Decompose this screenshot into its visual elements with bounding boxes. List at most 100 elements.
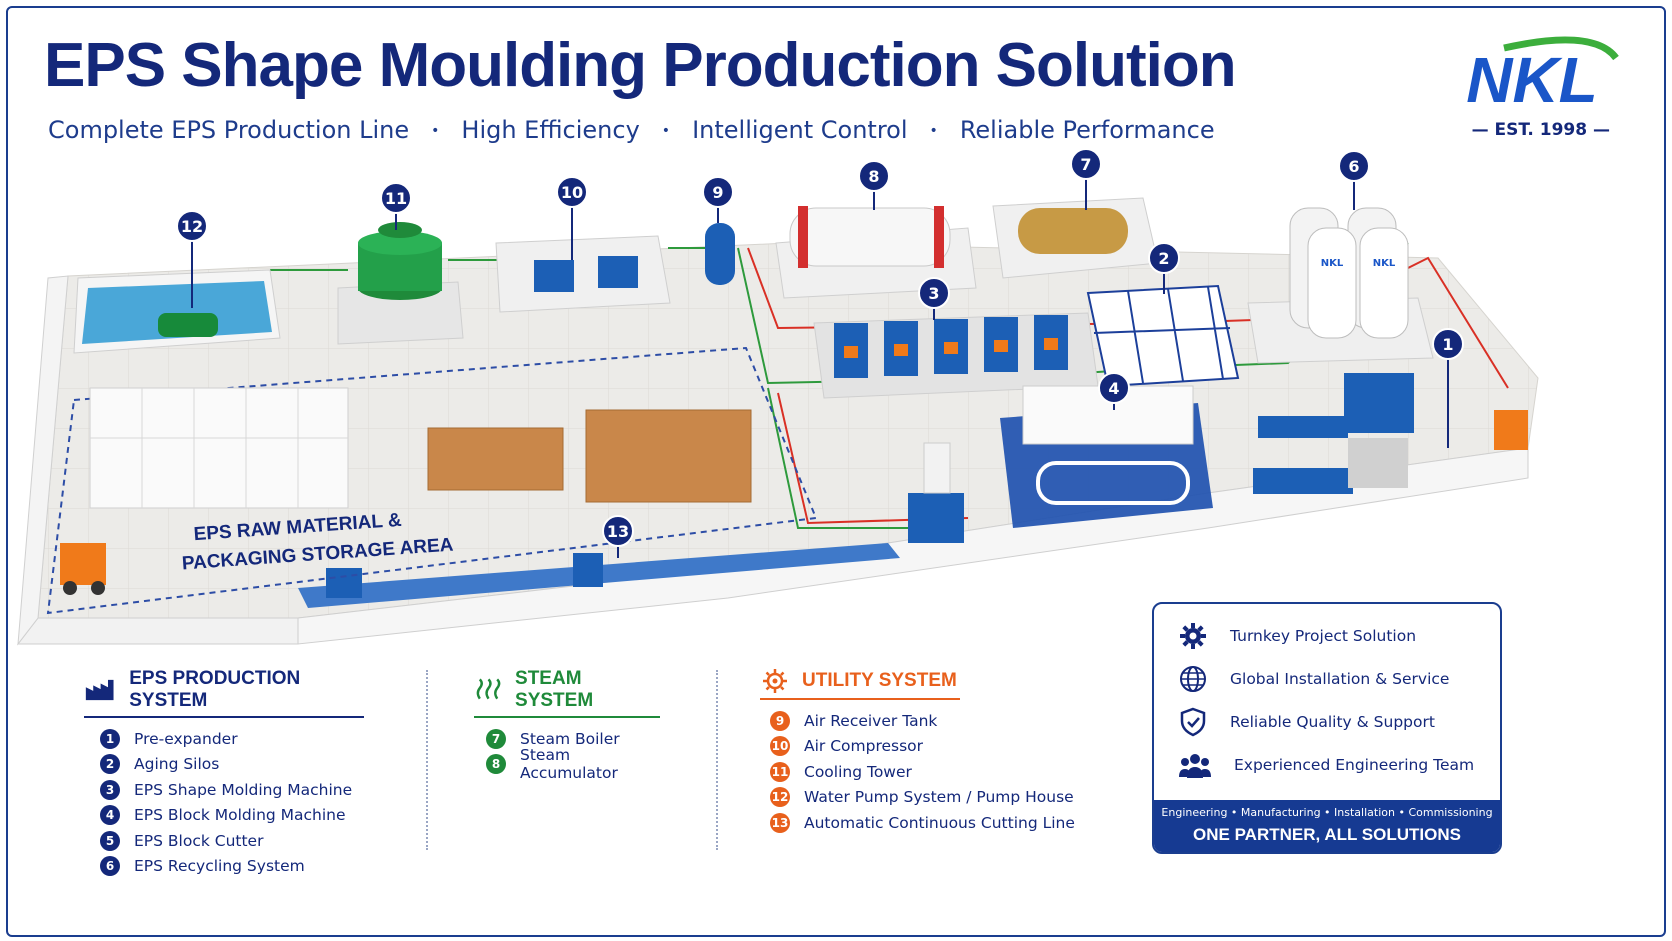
forklift <box>60 543 106 595</box>
logo-swoosh <box>1503 36 1619 61</box>
legend-heading: UTILITY SYSTEM <box>760 668 960 700</box>
number-badge: 4 <box>100 805 120 826</box>
number-badge: 2 <box>100 754 120 775</box>
svg-text:9: 9 <box>712 183 723 202</box>
legend-item-label: EPS Block Cutter <box>134 831 264 850</box>
panel-item: Reliable Quality & Support <box>1154 700 1500 743</box>
panel-item: Turnkey Project Solution <box>1154 614 1500 657</box>
svg-text:7: 7 <box>1080 155 1091 174</box>
marker-4: 4 <box>1098 372 1130 410</box>
number-badge: 10 <box>770 736 790 757</box>
number-badge: 12 <box>770 787 790 808</box>
pre-expander-and-cutter <box>1253 373 1528 494</box>
panel-item-label: Turnkey Project Solution <box>1230 626 1417 645</box>
gear-outline-icon <box>763 669 787 693</box>
number-badge: 9 <box>770 710 790 731</box>
legend-item-label: Cooling Tower <box>804 762 912 781</box>
legend-item-label: Steam Accumulator <box>520 746 618 783</box>
svg-text:12: 12 <box>181 217 203 236</box>
subtitle-line: Complete EPS Production Line • High Effici… <box>48 116 1215 144</box>
solutions-panel: Turnkey Project Solution Global Installa… <box>1152 602 1502 854</box>
svg-text:10: 10 <box>561 183 583 202</box>
marker-11: 11 <box>380 182 412 230</box>
panel-item-label: Global Installation & Service <box>1230 669 1450 688</box>
legend-title: EPS PRODUCTION SYSTEM <box>129 668 301 711</box>
silo-brand: NKL <box>1373 258 1396 269</box>
subtitle-item: Complete EPS Production Line <box>48 116 410 144</box>
legend-item-label: EPS Recycling System <box>134 857 305 876</box>
plant-layout-illustration: NKL NKL <box>16 148 1539 646</box>
pipe-green <box>270 242 1409 385</box>
svg-text:4: 4 <box>1108 379 1119 398</box>
legend-item-label: Pre-expander <box>134 729 238 748</box>
legend-item-label: EPS Block Molding Machine <box>134 806 346 825</box>
number-badge: 7 <box>486 728 506 749</box>
gear-icon <box>1180 622 1206 649</box>
poster-frame: EPS Shape Moulding Production Solution C… <box>6 6 1666 937</box>
pipe-red <box>747 247 1509 389</box>
marker-12: 12 <box>176 210 208 308</box>
air-receiver-tank <box>705 223 735 285</box>
number-badge: 3 <box>100 779 120 800</box>
marker-8: 8 <box>858 160 890 210</box>
legend-item-label: Automatic Continuous Cutting Line <box>804 813 1075 832</box>
cooling-tower <box>337 222 464 345</box>
steam-icon <box>476 678 501 700</box>
number-badge: 1 <box>100 728 120 749</box>
svg-text:2: 2 <box>1158 249 1169 268</box>
svg-text:6: 6 <box>1348 157 1359 176</box>
number-badge: 13 <box>770 812 790 833</box>
steam-boiler <box>992 197 1159 279</box>
footer-motto: ONE PARTNER, ALL SOLUTIONS <box>1193 825 1461 844</box>
svg-text:8: 8 <box>868 167 879 186</box>
legend-title: STEAM SYSTEM <box>515 668 594 711</box>
panel-item: Experienced Engineering Team <box>1154 743 1500 786</box>
established-year: — EST. 1998 — <box>1471 120 1610 140</box>
legend-item-label: Aging Silos <box>134 755 220 774</box>
pump-house-pool <box>73 269 281 354</box>
panel-footer: Engineering • Manufacturing • Installati… <box>1154 800 1500 852</box>
marker-9: 9 <box>702 176 734 223</box>
panel-item-label: Reliable Quality & Support <box>1230 712 1435 731</box>
legend-item-label: Air Receiver Tank <box>804 711 938 730</box>
number-badge: 11 <box>770 761 790 782</box>
panel-item: Global Installation & Service <box>1154 657 1500 700</box>
legend-item-label: Water Pump System / Pump House <box>804 788 1074 807</box>
nkl-logo: NKL <box>1466 36 1619 116</box>
legend-divider <box>716 670 718 850</box>
subtitle-item: High Efficiency <box>461 116 640 144</box>
legend-item: 4 EPS Block Molding Machine <box>100 803 364 829</box>
legend-item: 2 Aging Silos <box>100 752 364 778</box>
team-icon <box>1179 753 1211 778</box>
subtitle-separator: • <box>431 123 440 139</box>
marker-3: 3 <box>918 277 950 320</box>
shield-check-icon <box>1180 707 1206 736</box>
legend-item: 1 Pre-expander <box>100 726 364 752</box>
legend-item: 9 Air Receiver Tank <box>770 708 1100 734</box>
marker-10: 10 <box>556 176 588 260</box>
panel-item-label: Experienced Engineering Team <box>1234 755 1475 774</box>
side-wall <box>17 275 69 646</box>
marker-7: 7 <box>1070 148 1102 210</box>
svg-text:1: 1 <box>1442 335 1453 354</box>
aging-silos <box>1086 284 1240 388</box>
air-compressor-room <box>495 235 671 313</box>
legend-item: 13 Automatic Continuous Cutting Line <box>770 810 1100 836</box>
cutting-line-conveyor <box>298 442 964 608</box>
legend-heading: EPS PRODUCTION SYSTEM <box>84 668 364 718</box>
legend-item: 11 Cooling Tower <box>770 759 1100 785</box>
logo-text: NKL <box>1466 44 1598 116</box>
recycling-silos: NKL NKL <box>1247 207 1434 364</box>
block-molding-machine <box>1000 385 1213 528</box>
legend-item-label: Steam Boiler <box>520 729 620 748</box>
page-title: EPS Shape Moulding Production Solution <box>44 31 1237 100</box>
legend-divider <box>426 670 428 850</box>
globe-icon <box>1180 665 1206 692</box>
factory-icon <box>85 679 114 701</box>
marker-2: 2 <box>1148 242 1180 294</box>
